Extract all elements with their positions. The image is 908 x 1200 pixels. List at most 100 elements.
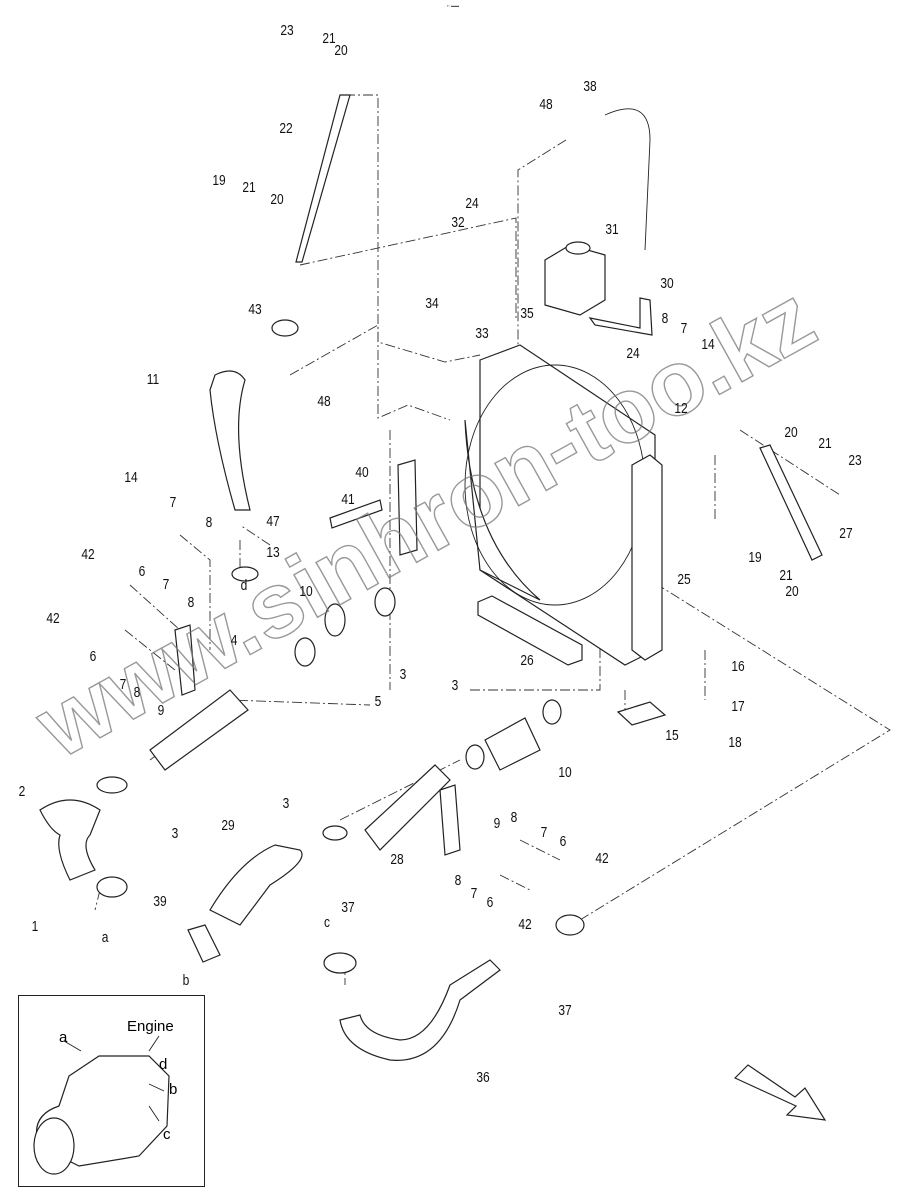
- callout-7: 7: [120, 676, 127, 693]
- callout-16: 16: [731, 658, 744, 675]
- clamp-3a: [96, 776, 128, 794]
- stay-rod-22: [295, 94, 351, 263]
- callout-31: 31: [605, 221, 618, 238]
- hose-2: [39, 799, 101, 881]
- callout-34: 34: [425, 295, 439, 312]
- callout-18: 18: [728, 734, 741, 751]
- reserve-tank-31: [544, 244, 606, 316]
- connection-letter-c: c: [324, 914, 330, 931]
- callout-3: 3: [452, 677, 459, 694]
- callout-2: 2: [19, 783, 26, 800]
- callout-12: 12: [674, 400, 687, 417]
- side-member-25: [631, 454, 663, 661]
- callout-4: 4: [231, 632, 238, 649]
- callout-7: 7: [170, 494, 177, 511]
- callout-7: 7: [471, 885, 478, 902]
- stay-rod-27: [759, 444, 823, 561]
- clamp-10: [324, 603, 346, 637]
- inset-title: Engine: [127, 1018, 174, 1035]
- clamp-43: [271, 319, 299, 337]
- callout-15: 15: [665, 727, 678, 744]
- engine-illustration: [33, 1035, 170, 1175]
- callout-26: 26: [520, 652, 533, 669]
- clamp-3d: [294, 637, 316, 667]
- callout-19: 19: [748, 549, 761, 566]
- callout-28: 28: [390, 851, 403, 868]
- callout-10: 10: [299, 583, 313, 600]
- connection-letter-a: a: [102, 929, 109, 946]
- callout-17: 17: [731, 698, 744, 715]
- callout-14: 14: [124, 469, 138, 486]
- callout-38: 38: [583, 78, 596, 95]
- callout-22: 22: [279, 120, 292, 137]
- hose-36: [339, 959, 501, 1061]
- callout-7: 7: [541, 824, 548, 841]
- callout-33: 33: [475, 325, 488, 342]
- callout-24: 24: [465, 195, 479, 212]
- callout-35: 35: [520, 305, 533, 322]
- callout-6: 6: [487, 894, 494, 911]
- callout-36: 36: [476, 1069, 489, 1086]
- callout-42: 42: [81, 546, 94, 563]
- callout-27: 27: [839, 525, 852, 542]
- engine-inset: Engine a d b c: [18, 995, 205, 1187]
- callout-3: 3: [172, 825, 179, 842]
- callout-37: 37: [341, 899, 354, 916]
- callout-21: 21: [818, 435, 831, 452]
- callout-42: 42: [46, 610, 59, 627]
- callout-43: 43: [248, 301, 261, 318]
- clamp-3f: [465, 744, 485, 770]
- connection-letter-b: b: [183, 972, 190, 989]
- callout-8: 8: [134, 684, 141, 701]
- callout-21: 21: [242, 179, 255, 196]
- callout-20: 20: [270, 191, 284, 208]
- callout-48: 48: [539, 96, 552, 113]
- hose-10: [484, 717, 541, 771]
- callout-42: 42: [595, 850, 608, 867]
- bracket-9-left: [174, 624, 196, 696]
- callout-1: 1: [32, 918, 39, 935]
- callout-23: 23: [280, 22, 293, 39]
- hose-4: [149, 689, 249, 771]
- callout-32: 32: [451, 214, 464, 231]
- callout-30: 30: [660, 275, 674, 292]
- callout-8: 8: [511, 809, 518, 826]
- callout-47: 47: [266, 513, 279, 530]
- callout-8: 8: [188, 594, 195, 611]
- callout-8: 8: [662, 310, 669, 327]
- callout-41: 41: [341, 491, 354, 508]
- inset-letter-a: a: [59, 1029, 68, 1046]
- tank-bracket-30: [588, 297, 653, 336]
- clamp-3b: [322, 825, 348, 841]
- callout-3: 3: [400, 666, 407, 683]
- callout-8: 8: [206, 514, 213, 531]
- clamp-37b: [555, 914, 585, 936]
- callout-48: 48: [317, 393, 330, 410]
- clamp-37a: [323, 952, 357, 974]
- callout-29: 29: [221, 817, 234, 834]
- front-direction-arrow-icon: [733, 1064, 827, 1121]
- callout-13: 13: [266, 544, 279, 561]
- seal-40: [397, 459, 418, 556]
- clamp-3e: [542, 699, 562, 725]
- callout-7: 7: [681, 320, 688, 337]
- seal-26: [477, 595, 583, 666]
- hose-11: [209, 370, 251, 511]
- inset-letter-c: c: [163, 1126, 171, 1143]
- callout-24: 24: [626, 345, 640, 362]
- clamp-3c: [374, 587, 396, 617]
- callout-37: 37: [558, 1002, 571, 1019]
- callout-20: 20: [784, 424, 798, 441]
- pipe-28: [364, 764, 451, 851]
- plate-15: [616, 701, 667, 726]
- callout-11: 11: [147, 371, 159, 388]
- inset-letter-b: b: [169, 1081, 178, 1098]
- seal-41: [329, 499, 383, 529]
- bracket-9-right: [439, 784, 461, 856]
- callout-21: 21: [779, 567, 792, 584]
- callout-21: 21: [322, 30, 335, 47]
- callout-3: 3: [283, 795, 290, 812]
- clamp-13: [231, 566, 259, 582]
